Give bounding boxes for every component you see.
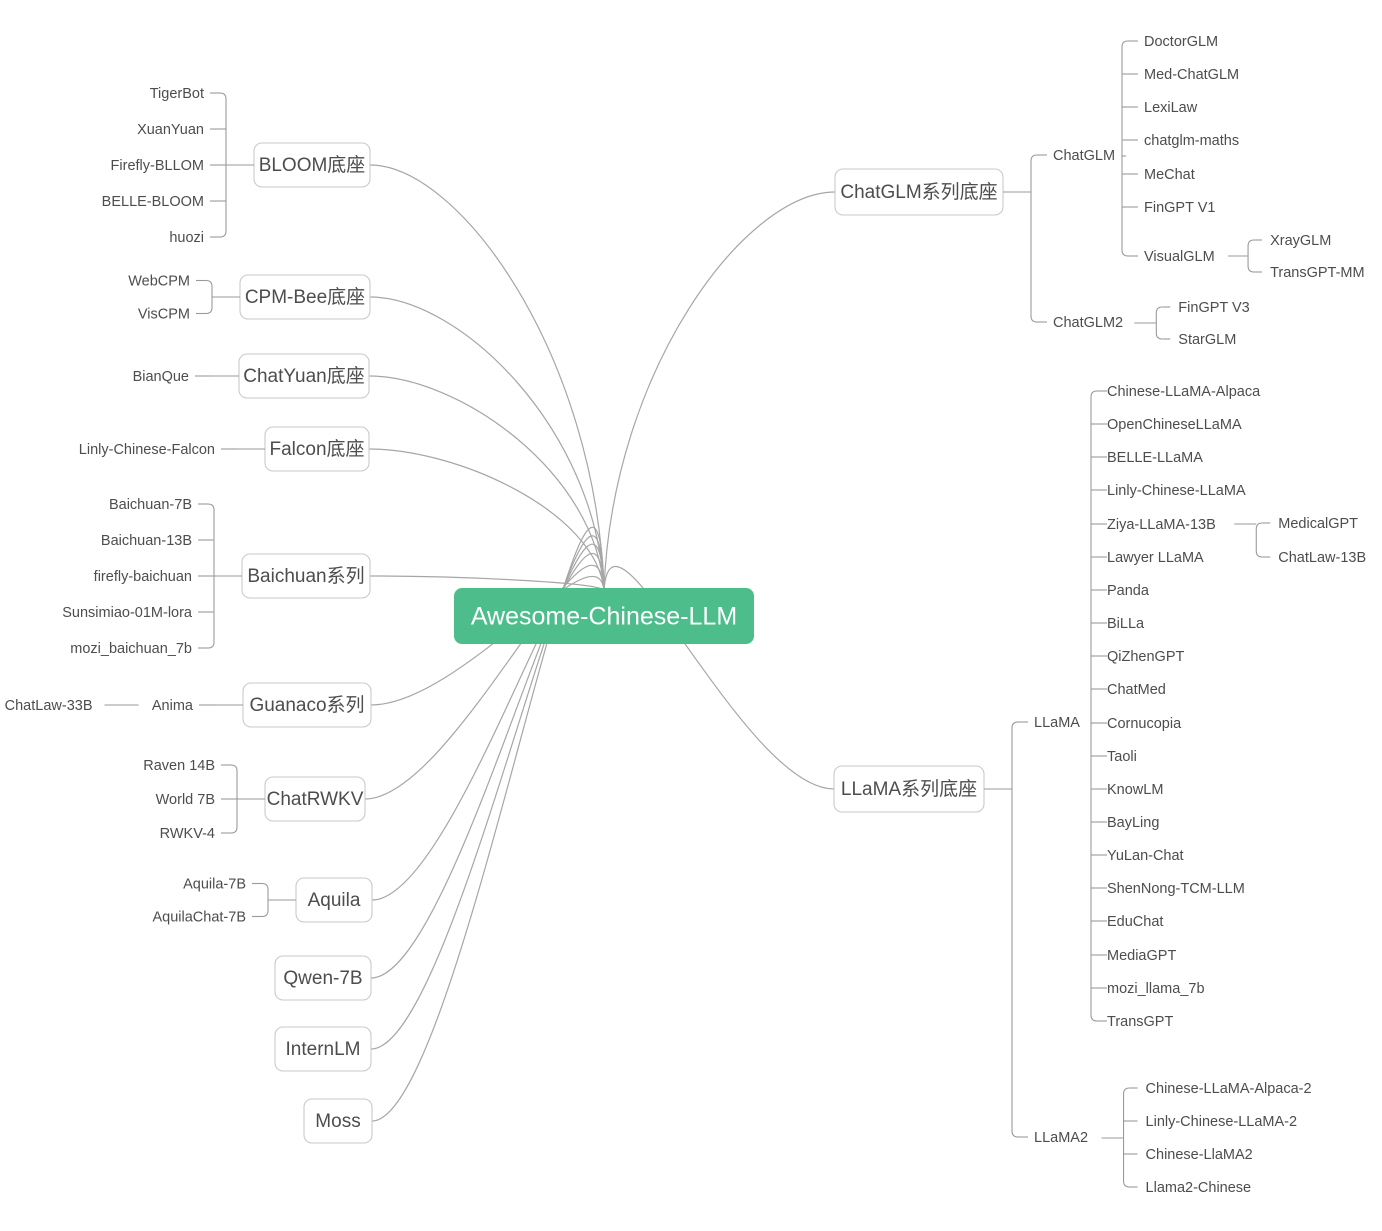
leaf-label: MediaGPT	[1107, 948, 1176, 964]
branch-label: InternLM	[286, 1039, 361, 1060]
mid-bracket-llama	[984, 721, 1028, 1138]
leaf-bracket	[221, 764, 265, 834]
branch-label: Qwen-7B	[283, 968, 362, 989]
sub-bracket-llama2	[1101, 1087, 1138, 1188]
leaf-label: VisCPM	[138, 306, 190, 322]
leaf-label: chatglm-maths	[1144, 133, 1239, 149]
leaf-label: ChatLaw-33B	[5, 698, 93, 714]
leaf-label: huozi	[169, 230, 204, 246]
leaf-label: TransGPT-MM	[1270, 265, 1365, 281]
leaf-label: ShenNong-TCM-LLM	[1107, 881, 1245, 897]
branch-label: ChatRWKV	[267, 789, 364, 810]
leaf-label: Linly-Chinese-Falcon	[79, 442, 215, 458]
leaf-label: mozi_llama_7b	[1107, 981, 1205, 997]
leaf-label: XuanYuan	[137, 122, 204, 138]
leaf-label: firefly-baichuan	[94, 569, 192, 585]
leaf-label: BayLing	[1107, 815, 1159, 831]
branch-node-Moss[interactable]	[303, 1098, 373, 1144]
leaf-label: StarGLM	[1178, 332, 1236, 348]
leaf-label: Baichuan-7B	[109, 497, 192, 513]
mid-label: LLaMA2	[1034, 1130, 1088, 1146]
branch-label: ChatGLM系列底座	[840, 181, 997, 203]
leaf-label: QiZhenGPT	[1107, 649, 1184, 665]
leaf-label: Raven 14B	[143, 758, 215, 774]
leaf-label: DoctorGLM	[1144, 34, 1218, 50]
branch-label: CPM-Bee底座	[245, 286, 365, 308]
branch-label: Guanaco系列	[249, 694, 364, 716]
leaf-label: Baichuan-13B	[101, 533, 192, 549]
leaf-label: TigerBot	[150, 86, 204, 102]
leaf-label: BELLE-LLaMA	[1107, 450, 1203, 466]
branch-label: Baichuan系列	[247, 565, 364, 587]
leaf-bracket	[198, 503, 242, 649]
leaf-label: Chinese-LlaMA2	[1146, 1147, 1253, 1163]
leaf-label: mozi_baichuan_7b	[70, 641, 192, 657]
leaf-label: VisualGLM	[1144, 249, 1215, 265]
leaf-label: XrayGLM	[1270, 233, 1331, 249]
leaf-label: ChatMed	[1107, 682, 1166, 698]
root-label: Awesome-Chinese-LLM	[471, 603, 737, 631]
leaf-bracket	[196, 279, 240, 315]
branch-label: BLOOM底座	[259, 154, 366, 176]
leaf-label: Chinese-LLaMA-Alpaca	[1107, 384, 1261, 400]
leaf-label: WebCPM	[128, 273, 190, 289]
leaf-label: Sunsimiao-01M-lora	[62, 605, 193, 621]
leaf-label: Ziya-LLaMA-13B	[1107, 517, 1216, 533]
branch-label: ChatYuan底座	[243, 365, 364, 387]
leaf-label: FinGPT V3	[1178, 300, 1249, 316]
leaf-label: Med-ChatGLM	[1144, 67, 1239, 83]
leaf-label: FinGPT V1	[1144, 200, 1215, 216]
leaf-label: Panda	[1107, 583, 1150, 599]
leaf-label: RWKV-4	[160, 826, 215, 842]
sub-bracket-ziya	[1234, 522, 1271, 558]
mid-label: ChatGLM	[1053, 148, 1115, 164]
leaf-label: World 7B	[156, 792, 215, 808]
mid-label: ChatGLM2	[1053, 315, 1123, 331]
sub-bracket-visualglm	[1228, 239, 1263, 273]
branch-label: Aquila	[308, 890, 361, 911]
leaf-label: BiLLa	[1107, 616, 1145, 632]
branch-label: LLaMA系列底座	[841, 778, 977, 800]
leaf-label: Llama2-Chinese	[1146, 1180, 1252, 1196]
leaf-label: Chinese-LLaMA-Alpaca-2	[1146, 1081, 1312, 1097]
leaf-label: Firefly-BLLOM	[111, 158, 204, 174]
branch-label: Moss	[315, 1111, 360, 1132]
leaf-label: BELLE-BLOOM	[102, 194, 204, 210]
leaf-label: TransGPT	[1107, 1014, 1173, 1030]
leaf-label: BianQue	[133, 369, 189, 385]
sub-bracket-chatglm2	[1134, 306, 1171, 340]
leaf-label: KnowLM	[1107, 782, 1163, 798]
leaf-label: MeChat	[1144, 167, 1195, 183]
branch-node-InternLM[interactable]	[274, 1026, 372, 1072]
leaf-label: ChatLaw-13B	[1278, 550, 1366, 566]
leaf-label: Lawyer LLaMA	[1107, 550, 1204, 566]
leaf-bracket	[252, 882, 296, 918]
leaf-label: EduChat	[1107, 914, 1163, 930]
root-node[interactable]	[454, 588, 754, 644]
leaf-label: Aquila-7B	[183, 876, 246, 892]
branch-node-Qwen-7B[interactable]	[274, 955, 372, 1001]
leaf-label: AquilaChat-7B	[153, 909, 247, 925]
leaf-label: Linly-Chinese-LLaMA	[1107, 483, 1246, 499]
mid-label: LLaMA	[1034, 715, 1080, 731]
leaf-label: OpenChineseLLaMA	[1107, 417, 1242, 433]
branch-label: Falcon底座	[269, 438, 364, 460]
leaf-bracket	[210, 92, 254, 238]
leaf-label: Cornucopia	[1107, 716, 1182, 732]
leaf-label: MedicalGPT	[1278, 516, 1358, 532]
leaf-label: Anima	[152, 698, 194, 714]
leaf-label: Linly-Chinese-LLaMA-2	[1146, 1114, 1298, 1130]
leaf-label: YuLan-Chat	[1107, 848, 1184, 864]
leaf-label: Taoli	[1107, 749, 1137, 765]
mid-bracket-chatglm	[1003, 154, 1047, 323]
leaf-label: LexiLaw	[1144, 100, 1198, 116]
